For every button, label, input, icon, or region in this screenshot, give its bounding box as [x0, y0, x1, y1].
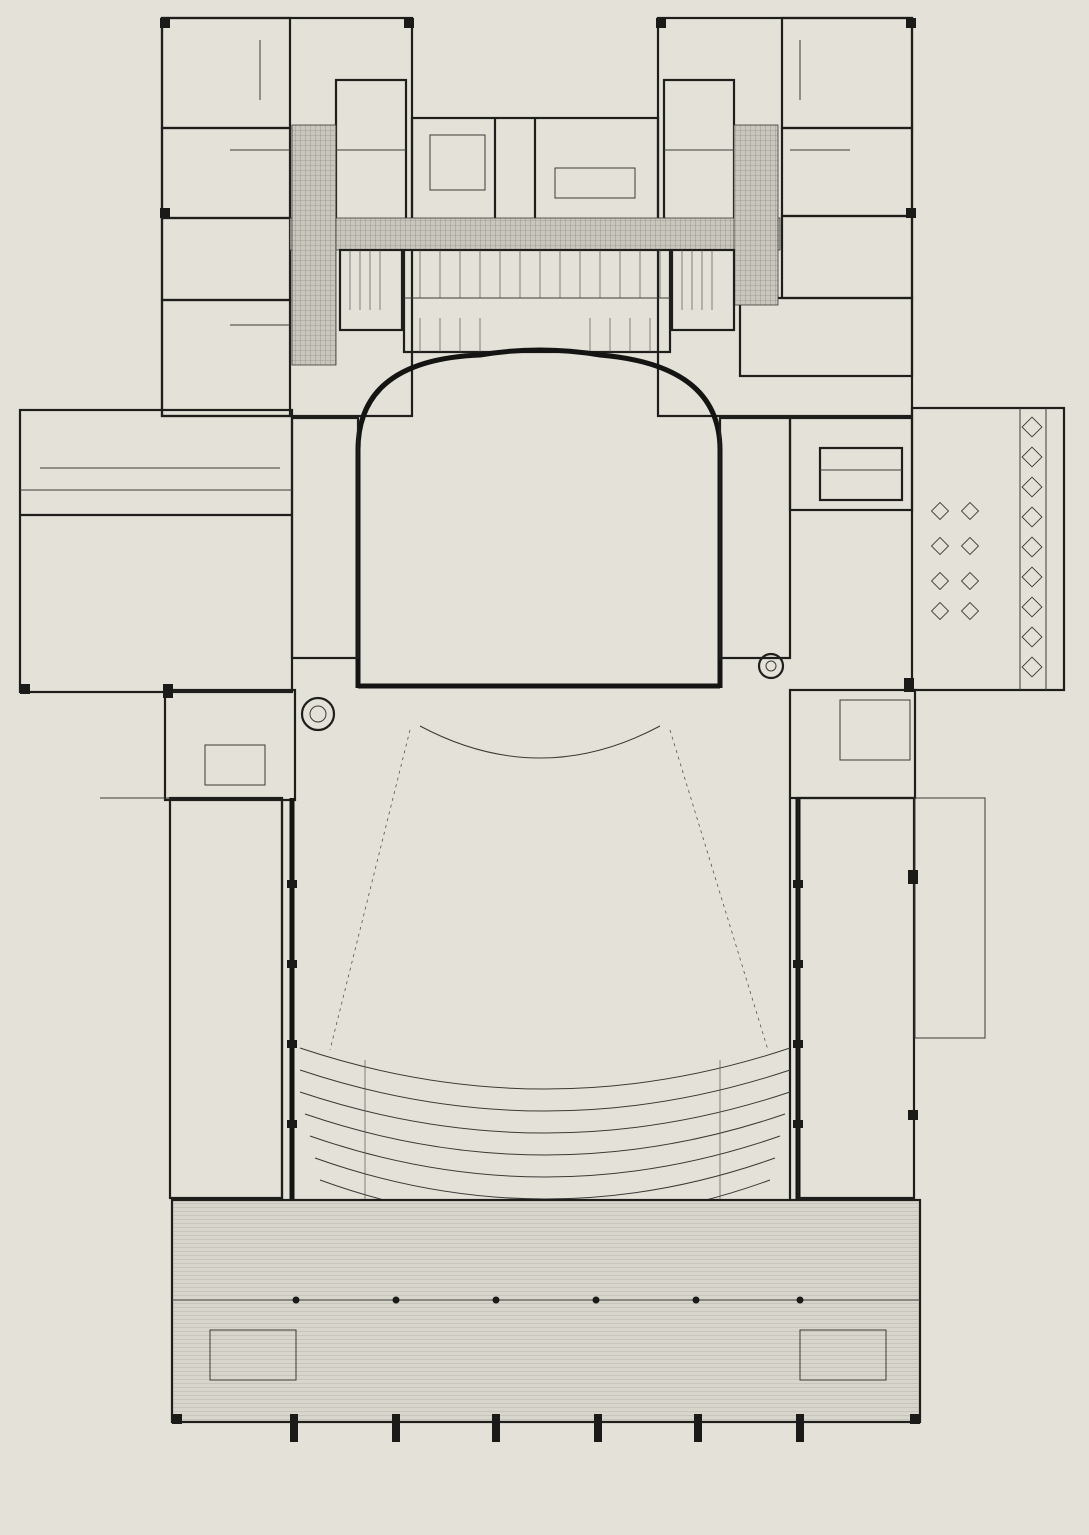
corridor-west	[291, 124, 337, 366]
north-central-block	[410, 116, 660, 222]
east-service-rooms	[788, 416, 914, 512]
corridor-cross	[289, 217, 781, 251]
corridor-east	[733, 124, 779, 306]
cafe-tables	[930, 416, 1043, 678]
north-west-wing	[160, 16, 414, 418]
stair-west	[300, 696, 336, 732]
entrance-foyer-floor	[172, 1200, 920, 1422]
restroom-west	[163, 688, 297, 802]
stage-east-side	[718, 416, 792, 660]
lobby-west	[100, 796, 284, 1200]
lobby-east	[796, 796, 986, 1200]
stage-west-side	[290, 416, 360, 660]
north-east-wing	[656, 16, 914, 418]
side-stage-west	[18, 408, 294, 694]
dressing-rows	[338, 248, 736, 354]
stage-back-wall	[355, 347, 723, 688]
restroom-east	[788, 688, 917, 800]
stair-east	[757, 652, 785, 680]
columns	[20, 18, 920, 1442]
foyer-cafe-east	[910, 406, 1066, 692]
auditorium	[280, 725, 801, 1200]
